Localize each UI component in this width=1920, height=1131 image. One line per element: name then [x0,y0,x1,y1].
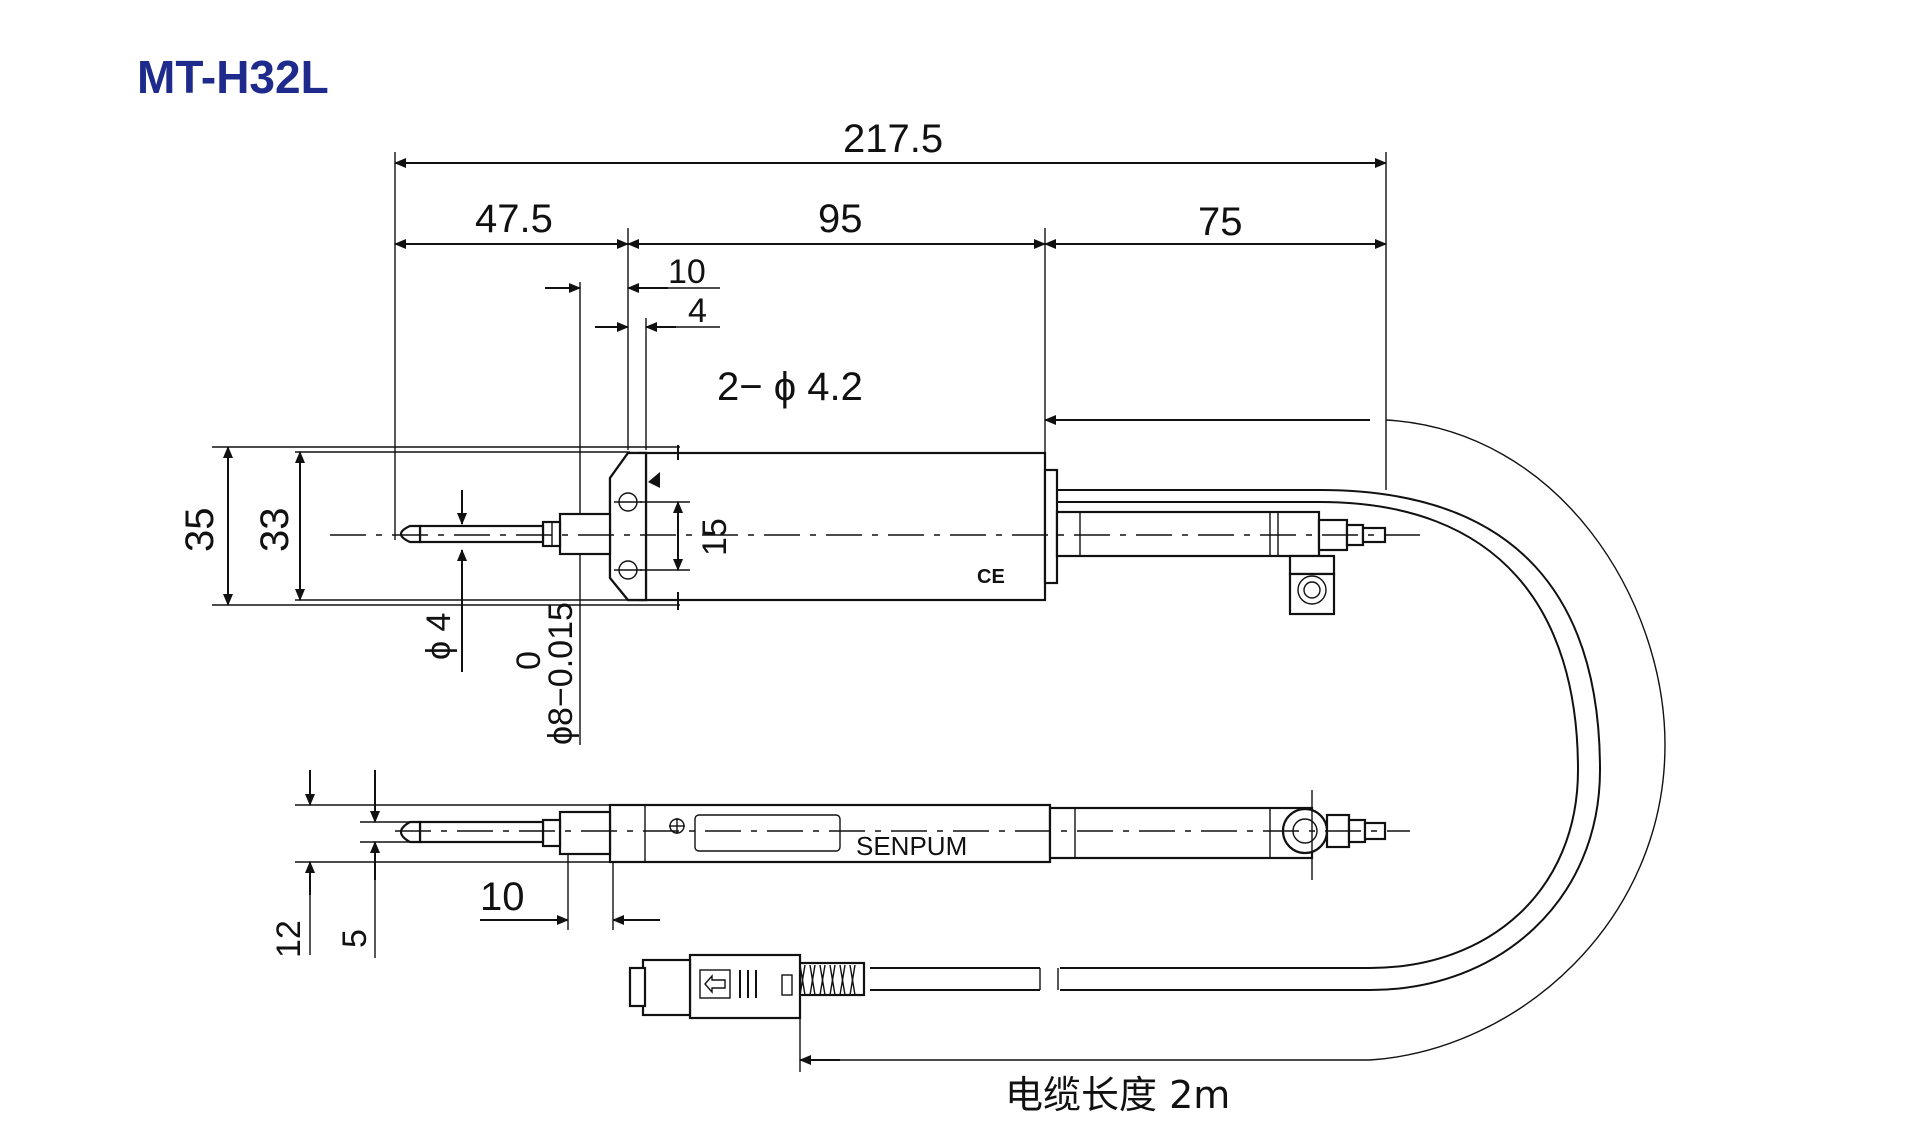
dim-side-12: 12 [270,920,308,958]
dim-overall-length: 217.5 [843,117,943,161]
cable [628,419,1666,1072]
dim-hole-pitch: 15 [696,518,734,556]
dim-height-33: 33 [253,508,297,553]
dim-side-5: 5 [336,929,374,948]
dim-middle-segment: 95 [818,197,863,241]
dim-height-35: 35 [178,508,222,553]
dim-tip-diameter: ϕ 4 [420,613,458,660]
page-title: MT-H32L [137,51,329,103]
dim-stem-tolerance: ϕ8−0.015 [542,602,580,745]
top-view [212,152,1420,745]
dim-left-segment: 47.5 [475,197,553,241]
side-view [295,770,1410,958]
dim-side-10: 10 [480,875,525,919]
dim-holes: 2− ϕ 4.2 [717,365,863,409]
dim-flange-10: 10 [668,253,706,291]
ce-mark: CE [977,566,1005,588]
brand-label: SENPUM [856,831,967,861]
dim-right-segment: 75 [1198,200,1243,244]
dim-stem-tolerance-upper: 0 [510,651,548,670]
cable-length-label: 电缆长度 2m [1005,1073,1230,1117]
dim-flange-4: 4 [688,292,707,330]
